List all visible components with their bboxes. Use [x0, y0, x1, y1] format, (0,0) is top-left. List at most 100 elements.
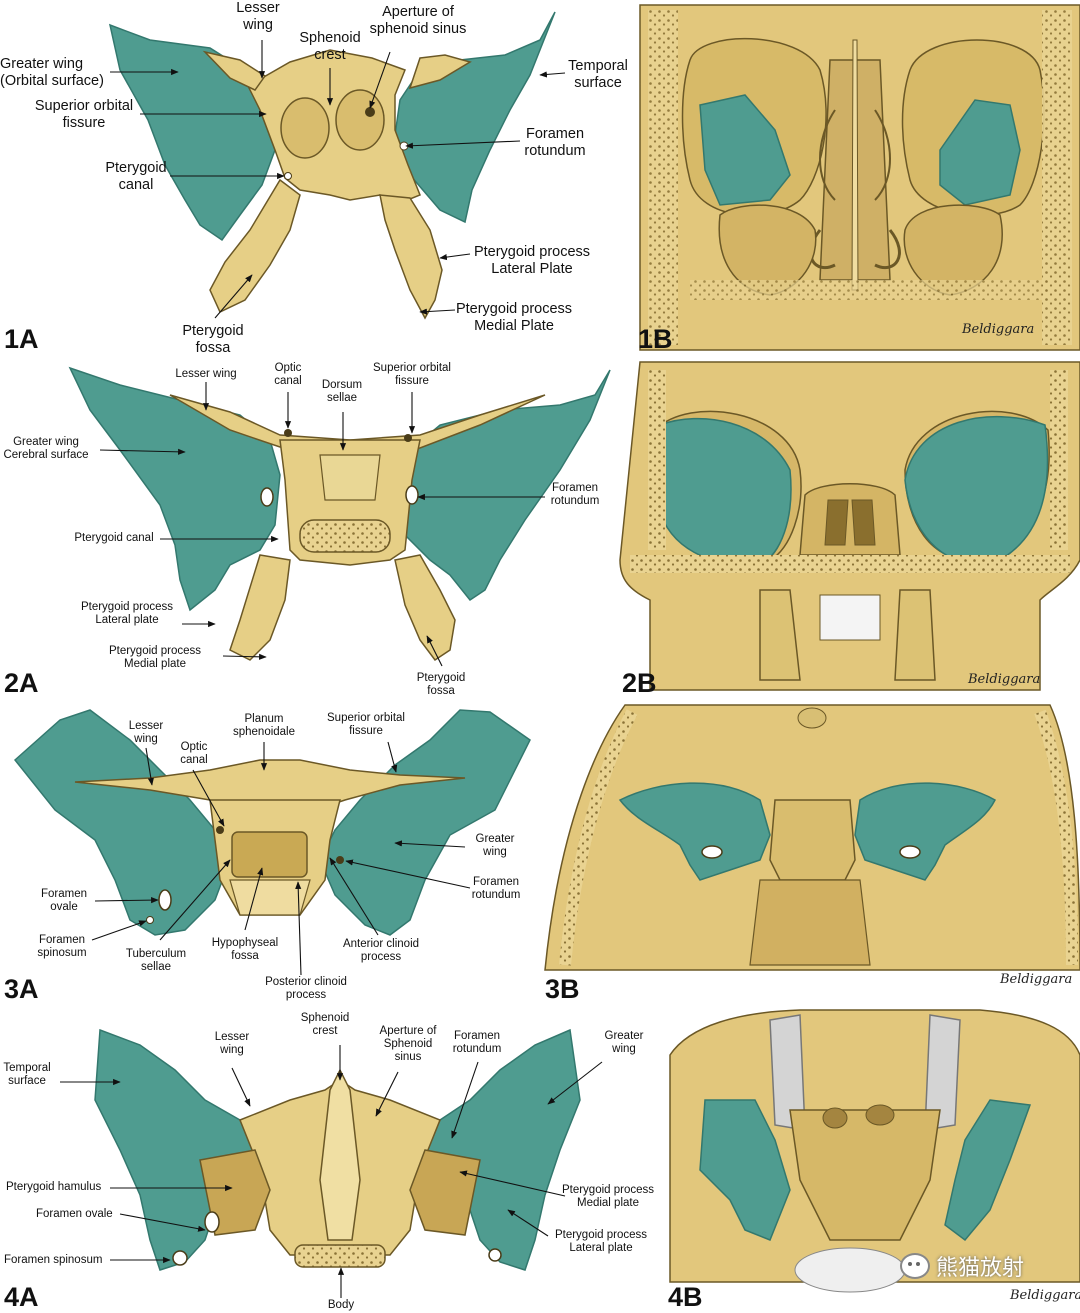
label-2A-pterygoid-canal: Pterygoid canal: [74, 532, 154, 544]
greater-wing-right-4B: [944, 1099, 1032, 1242]
label-2A-foramen-rotundum: Foramen rotundum: [550, 482, 600, 508]
label-1A-pterygoid-fossa: Pterygoid fossa: [182, 323, 244, 356]
body-base-4A: [294, 1244, 386, 1268]
artist-signature-2B: Beldiggara: [968, 672, 1041, 687]
label-4A-foramen-spinosum: Foramen spinosum: [4, 1254, 103, 1266]
label-1A-aperture: Aperture of sphenoid sinus: [369, 4, 467, 37]
label-3A-tuberculum: Tuberculum sellae: [125, 948, 187, 974]
label-2A-lateral-plate: Pterygoid process Lateral plate: [80, 601, 174, 627]
greater-wing-right-3A: [319, 709, 531, 936]
label-4A-lesser-wing: Lesser wing: [214, 1031, 250, 1057]
panel-id-2A: 2A: [4, 668, 39, 698]
lesser-wing-left-1A: [202, 50, 267, 91]
greater-wing-right-1B: [939, 99, 1021, 206]
greater-wing-left-1A: [108, 23, 276, 242]
greater-wing-left-1B: [699, 94, 791, 206]
greater-wing-left-3B: [618, 782, 771, 881]
panel-4B-illustration: [669, 1009, 1080, 1293]
foramen-ovale-4A: [204, 1211, 220, 1233]
wechat-icon: [900, 1253, 930, 1279]
label-3A-posterior-clinoid: Posterior clinoid process: [265, 976, 347, 1002]
label-4A-body: Body: [327, 1299, 355, 1311]
label-3A-hypophyseal: Hypophyseal fossa: [211, 937, 279, 963]
panel-1A-illustration: [108, 11, 556, 320]
foramen-rotundum-right-2A: [405, 485, 419, 505]
label-1A-pterygoid-canal: Pterygoid canal: [105, 160, 167, 193]
foramen-rotundum-right-3A: [336, 856, 344, 864]
pterygoid-process-left-1A: [209, 178, 301, 314]
label-2A-optic-canal: Optic canal: [274, 362, 302, 388]
label-1A-superior-orbital-fissure: Superior orbital fissure: [34, 98, 134, 131]
label-1A-foramen-rotundum: Foramen rotundum: [524, 126, 586, 159]
watermark-text: 熊猫放射: [936, 1255, 1025, 1280]
lesser-wing-2A: [169, 394, 546, 453]
label-2A-greater-wing-cerebral: Greater wing Cerebral surface: [3, 436, 89, 462]
label-3A-greater-wing: Greater wing: [475, 833, 515, 859]
sphenoid-center-2B: [799, 483, 901, 556]
lesser-wing-right-1A: [408, 54, 472, 90]
label-4A-medial-plate: Pterygoid process Medial plate: [561, 1184, 655, 1210]
foramen-rotundum-left-2A: [260, 487, 274, 507]
panel-3A-illustration: [13, 709, 531, 936]
artist-signature-3B: Beldiggara: [1000, 972, 1073, 987]
foramen-spinosum-4A: [172, 1250, 188, 1266]
label-3A-planum: Planum sphenoidale: [232, 713, 296, 739]
maxillary-sinus-right-1B: [903, 204, 1003, 296]
label-3A-foramen-rotundum: Foramen rotundum: [471, 876, 521, 902]
label-3A-anterior-clinoid: Anterior clinoid process: [342, 938, 420, 964]
panel-id-1B: 1B: [638, 324, 673, 354]
label-arrows: [60, 40, 603, 1298]
label-1A-lateral-plate: Pterygoid process Lateral Plate: [473, 244, 591, 277]
pterygoid-canal-1A: [284, 172, 292, 180]
hypophyseal-fossa-3A: [231, 831, 308, 878]
label-4A-greater-wing: Greater wing: [604, 1030, 644, 1056]
panel-1B-illustration: [639, 4, 1080, 351]
label-1A-medial-plate: Pterygoid process Medial Plate: [455, 301, 573, 334]
sinus-aperture-left-1A: [280, 97, 330, 159]
label-4A-foramen-ovale: Foramen ovale: [36, 1208, 113, 1220]
label-2A-medial-plate: Pterygoid process Medial plate: [108, 645, 202, 671]
optic-canal-right-2A: [404, 434, 412, 442]
panel-id-4B: 4B: [668, 1282, 703, 1312]
greater-wing-left-4A: [94, 1028, 256, 1271]
panel-id-1A: 1A: [4, 324, 39, 354]
panel-id-2B: 2B: [622, 668, 657, 698]
label-2A-dorsum-sellae: Dorsum sellae: [321, 379, 363, 405]
greater-wing-right-3B: [854, 782, 996, 881]
panel-3B-illustration: [544, 704, 1080, 971]
foramen-ovale-left-3A: [158, 889, 172, 911]
label-3A-optic-canal: Optic canal: [180, 741, 208, 767]
foramen-spinosum-left-3A: [146, 916, 154, 924]
dorsum-sellae-2A: [319, 454, 381, 501]
label-4A-lateral-plate: Pterygoid process Lateral plate: [554, 1229, 648, 1255]
label-3A-foramen-ovale: Foramen ovale: [40, 888, 88, 914]
sinus-aperture-right-1A: [335, 89, 385, 151]
label-3A-foramen-spinosum: Foramen spinosum: [37, 934, 87, 960]
label-2A-superior-orbital-fissure: Superior orbital fissure: [373, 362, 451, 388]
panel-id-3B: 3B: [545, 974, 580, 1004]
greater-wing-left-2A: [68, 366, 281, 612]
optic-canal-left-2A: [284, 429, 292, 437]
panel-2B-illustration: [619, 361, 1080, 691]
label-2A-lesser-wing: Lesser wing: [175, 368, 237, 380]
greater-wing-left-4B: [699, 1099, 791, 1241]
label-2A-pterygoid-fossa: Pterygoid fossa: [416, 672, 466, 698]
greater-wing-left-2B: [657, 417, 792, 567]
pterygoid-left-2A: [229, 554, 291, 661]
label-4A-temporal-surface: Temporal surface: [3, 1062, 51, 1088]
label-4A-foramen-rotundum: Foramen rotundum: [452, 1030, 502, 1056]
greater-wing-right-4A: [424, 1028, 581, 1271]
label-4A-pterygoid-hamulus: Pterygoid hamulus: [6, 1181, 102, 1193]
label-1A-lesser-wing: Lesser wing: [236, 0, 280, 33]
label-4A-aperture: Aperture of Sphenoid sinus: [379, 1025, 437, 1064]
panel-id-4A: 4A: [4, 1282, 39, 1312]
watermark: 熊猫放射: [900, 1250, 1024, 1282]
sella-turcica-3B: [769, 799, 856, 881]
artist-signature-4B: Beldiggara: [1010, 1288, 1080, 1303]
panel-2A-illustration: [68, 366, 611, 662]
maxillary-sinus-left-1B: [718, 204, 817, 296]
panel-id-3A: 3A: [4, 974, 39, 1004]
label-1A-sphenoid-crest: Sphenoid crest: [299, 30, 361, 63]
teeth-right-4B: [924, 1014, 961, 1131]
